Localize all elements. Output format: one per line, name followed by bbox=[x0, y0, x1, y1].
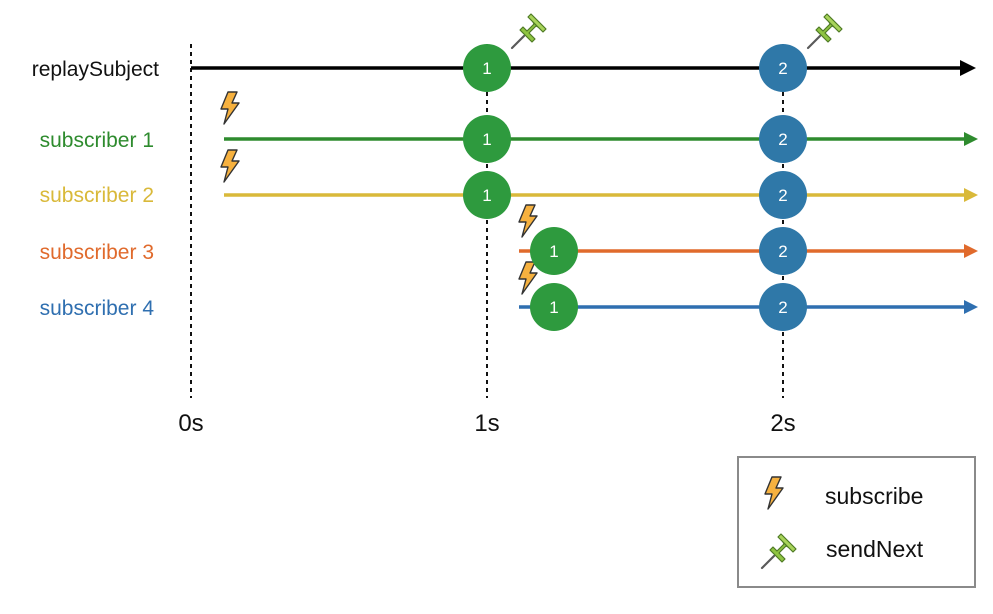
marble-replaysubject-1: 1 bbox=[463, 44, 511, 92]
row-label-subscriber-2: subscriber 2 bbox=[40, 184, 154, 207]
svg-text:1: 1 bbox=[549, 298, 558, 317]
lightning-icon bbox=[220, 91, 240, 125]
svg-text:1: 1 bbox=[482, 186, 491, 205]
marble-replaysubject-2: 2 bbox=[759, 44, 807, 92]
pushpin-icon bbox=[806, 12, 844, 50]
timeline-subscriber-3 bbox=[519, 244, 978, 258]
marble-subscriber-4-1: 1 bbox=[530, 283, 578, 331]
svg-text:2: 2 bbox=[778, 186, 787, 205]
svg-text:1: 1 bbox=[482, 130, 491, 149]
svg-text:2: 2 bbox=[778, 59, 787, 78]
time-tick-1s: 1s bbox=[474, 410, 499, 437]
row-label-subscriber-4: subscriber 4 bbox=[40, 297, 155, 320]
timeline-subscriber-1 bbox=[224, 132, 978, 146]
marble-subscriber-1-2: 2 bbox=[759, 115, 807, 163]
time-tick-2s: 2s bbox=[770, 410, 795, 437]
lightning-icon bbox=[518, 261, 538, 295]
marble-subscriber-1-1: 1 bbox=[463, 115, 511, 163]
lightning-icon bbox=[518, 204, 538, 238]
timeline-replaysubject bbox=[191, 60, 976, 76]
marble-subscriber-4-2: 2 bbox=[759, 283, 807, 331]
svg-text:1: 1 bbox=[482, 59, 491, 78]
svg-text:2: 2 bbox=[778, 130, 787, 149]
row-label-subscriber-1: subscriber 1 bbox=[40, 129, 154, 152]
svg-text:2: 2 bbox=[778, 242, 787, 261]
svg-text:2: 2 bbox=[778, 298, 787, 317]
marble-subscriber-3-2: 2 bbox=[759, 227, 807, 275]
row-label-subscriber-3: subscriber 3 bbox=[40, 241, 154, 264]
marble-subscriber-2-1: 1 bbox=[463, 171, 511, 219]
svg-text:1: 1 bbox=[549, 242, 558, 261]
lightning-icon bbox=[220, 149, 240, 183]
row-label-replaysubject: replaySubject bbox=[32, 58, 159, 81]
timeline-subscriber-2 bbox=[224, 188, 978, 202]
time-tick-0s: 0s bbox=[178, 410, 203, 437]
legend: subscribe sendNext bbox=[737, 456, 976, 588]
timeline-subscriber-4 bbox=[519, 300, 978, 314]
legend-sendnext-label: sendNext bbox=[826, 536, 924, 562]
pushpin-icon bbox=[510, 12, 548, 50]
marble-subscriber-2-2: 2 bbox=[759, 171, 807, 219]
legend-subscribe-label: subscribe bbox=[825, 483, 923, 509]
marble-subscriber-3-1: 1 bbox=[530, 227, 578, 275]
